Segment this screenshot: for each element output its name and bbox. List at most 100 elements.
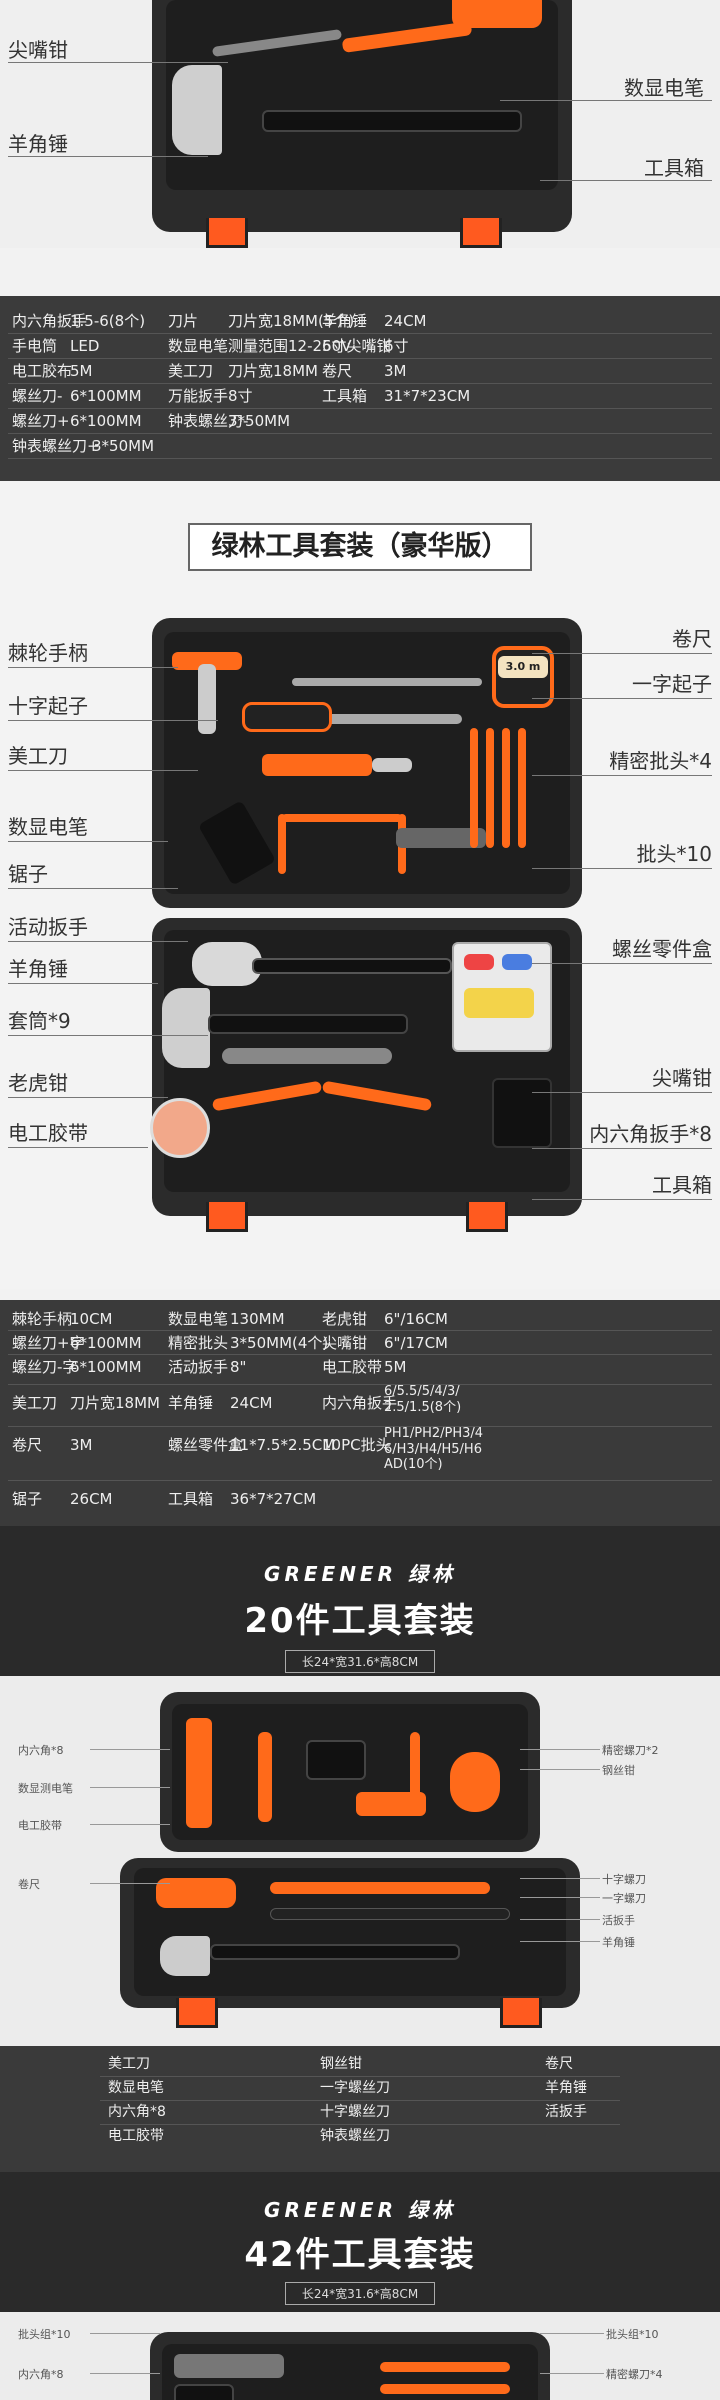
deluxe-label-right: 精密批头*4 (609, 749, 712, 773)
deluxe-label-right: 一字起子 (632, 672, 712, 696)
spec2-cell: 螺丝刀-字 (12, 1358, 78, 1376)
tape-measure-label: 3.0 m (498, 656, 548, 678)
deluxe-label-line (532, 775, 712, 776)
spec2-divider (8, 1354, 712, 1355)
spec2-cell: 10PC批头 (322, 1436, 391, 1454)
spec2-cell: 6*100MM (70, 1358, 142, 1376)
spec2-divider (8, 1330, 712, 1331)
set20-size: 长24*宽31.6*高8CM (284, 1650, 436, 1673)
set20-divider (100, 2100, 620, 2101)
set20-label-line (520, 1897, 600, 1898)
set20-cell: 美工刀 (108, 2056, 150, 2072)
set42-label-line (540, 2333, 604, 2334)
spec2-cell: 3*50MM(4个) (230, 1334, 329, 1352)
set42-label-right: 精密螺刀*4 (606, 2368, 663, 2381)
spec2-cell: 活动扳手 (168, 1358, 229, 1376)
deluxe-label-left: 数显电笔 (8, 815, 88, 839)
deluxe-label-right: 尖嘴钳 (652, 1066, 712, 1090)
spec2-cell: 羊角锤 (168, 1394, 214, 1412)
spec1-cell: 卷尺 (322, 362, 353, 380)
set42-label-line (90, 2373, 160, 2374)
set42-label-line (90, 2333, 160, 2334)
set20-label-right: 一字螺刀 (602, 1892, 646, 1905)
set20-cell: 电工胶带 (108, 2128, 164, 2144)
set20-label-right: 羊角锤 (602, 1936, 635, 1949)
set20-banner: GREENER 绿林 20件工具套装 长24*宽31.6*高8CM (0, 1526, 720, 1676)
set20-title: 20件工具套装 (244, 1601, 476, 1641)
deluxe-toolbox-upper: 3.0 m (152, 618, 582, 908)
spec2-cell: 36*7*27CM (230, 1490, 317, 1508)
spec1-cell: 螺丝刀- (12, 387, 63, 405)
set42-label-right: 批头组*10 (606, 2328, 659, 2341)
deluxe-label-right: 批头*10 (636, 842, 712, 866)
spec1-cell: 美工刀 (168, 362, 214, 380)
spec1-cell: 3M (384, 362, 407, 380)
toolbox-image (152, 0, 572, 232)
deluxe-label-left: 电工胶带 (8, 1121, 88, 1145)
spec1-cell: 6*100MM (70, 387, 142, 405)
deluxe-label-left: 羊角锤 (8, 957, 68, 981)
spec2-cell: 尖嘴钳 (322, 1334, 368, 1352)
label-toolbox: 工具箱 (644, 156, 704, 180)
spec2-cell: 5M (384, 1358, 407, 1376)
set20-label-right: 活扳手 (602, 1914, 635, 1927)
spec2-cell: 刀片宽18MM (70, 1394, 160, 1412)
spec1-cell: 万能扳手 (168, 387, 229, 405)
deluxe-title: 绿林工具套装（豪华版） (188, 523, 532, 571)
set20-label-line (90, 1787, 170, 1788)
set42-image-area (0, 2312, 720, 2400)
deluxe-label-line (8, 888, 178, 889)
set20-label-line (520, 1749, 600, 1750)
set20-label-right: 钢丝钳 (602, 1764, 635, 1777)
set20-cell: 一字螺丝刀 (320, 2080, 390, 2096)
deluxe-label-line (532, 963, 712, 964)
deluxe-label-line (8, 841, 168, 842)
spec1-cell: 6寸 (384, 337, 409, 355)
spec2-cell: 数显电笔 (168, 1310, 229, 1328)
set20-label-left: 数显测电笔 (18, 1782, 73, 1795)
set20-cell: 钢丝钳 (320, 2056, 362, 2072)
spec2-divider (8, 1426, 712, 1427)
spec2-divider (8, 1480, 712, 1481)
deluxe-label-line (532, 698, 712, 699)
spec2-cell: 美工刀 (12, 1394, 58, 1412)
deluxe-label-left: 老虎钳 (8, 1071, 68, 1095)
spec2-cell: 螺丝刀+字 (12, 1334, 85, 1352)
spec1-cell: 羊角锤 (322, 312, 368, 330)
spec1-cell: 工具箱 (322, 387, 368, 405)
spec1-cell: 钟表螺丝刀- (168, 412, 249, 430)
spec1-cell: 3*50MM (92, 437, 155, 455)
set20-cell: 钟表螺丝刀 (320, 2128, 390, 2144)
deluxe-label-line (8, 667, 178, 668)
spec2-cell: 8" (230, 1358, 247, 1376)
deluxe-label-line (8, 1147, 148, 1148)
spec2-cell: 130MM (230, 1310, 285, 1328)
spec2-cell: 内六角扳手 (322, 1394, 398, 1412)
deluxe-label-line (532, 1199, 712, 1200)
set20-label-left: 卷尺 (18, 1878, 40, 1891)
spec1-cell: 刀片 (168, 312, 199, 330)
deluxe-label-line (532, 1092, 712, 1093)
deluxe-label-left: 美工刀 (8, 744, 68, 768)
spec2-cell: 10CM (70, 1310, 113, 1328)
spec1-cell: 测量范围12-250V (228, 337, 352, 355)
spec1-cell: LED (70, 337, 100, 355)
spec2-cell: 24CM (230, 1394, 273, 1412)
set20-brand: GREENER 绿林 (264, 1562, 456, 1586)
set20-divider (100, 2124, 620, 2125)
deluxe-label-line (8, 720, 218, 721)
spec1-cell: 6*100MM (70, 412, 142, 430)
spec2-cell: 3M (70, 1436, 93, 1454)
spec2-cell: 6*100MM (70, 1334, 142, 1352)
deluxe-label-left: 活动扳手 (8, 915, 88, 939)
set20-cell: 十字螺丝刀 (320, 2104, 390, 2120)
spec2-cell: 锯子 (12, 1490, 43, 1508)
deluxe-toolbox-lower (150, 918, 582, 1216)
spec1-cell: 电工胶布 (12, 362, 73, 380)
deluxe-label-line (8, 1035, 208, 1036)
set20-label-line (90, 1749, 170, 1750)
spec1-cell: 刀片宽18MM (228, 362, 318, 380)
